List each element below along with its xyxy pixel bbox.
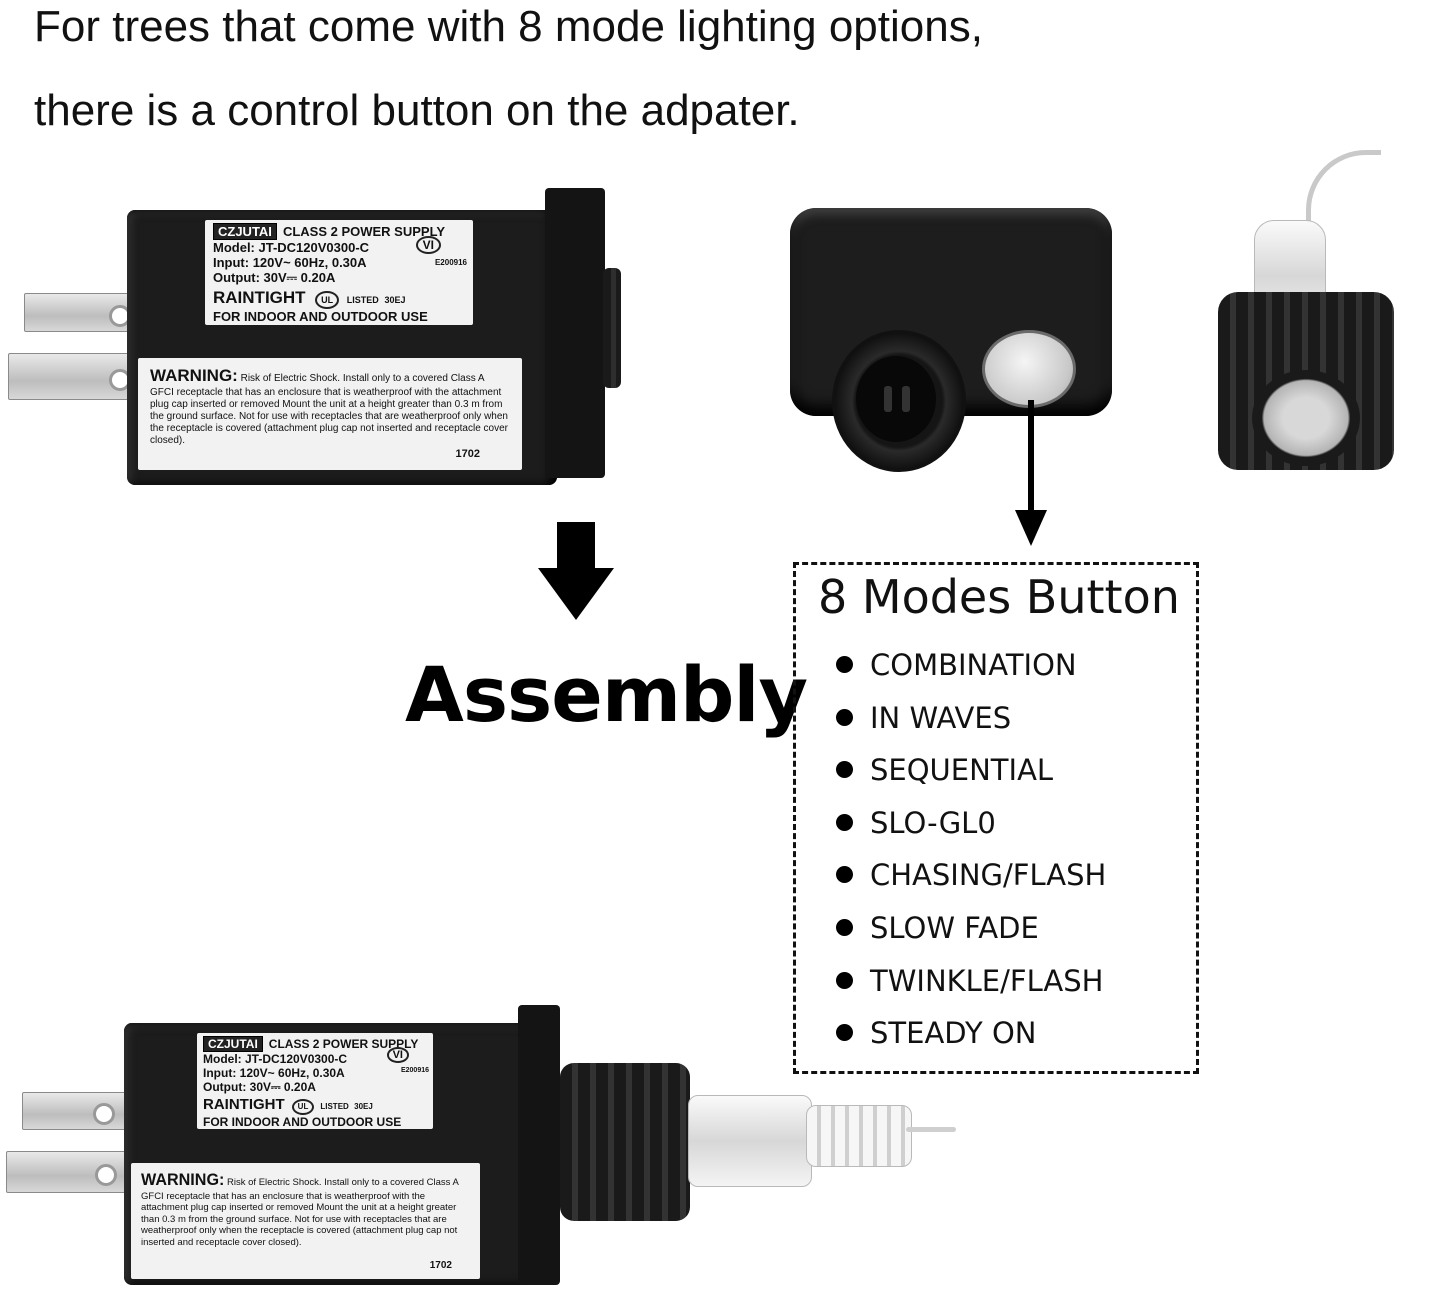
adapter-rib	[545, 188, 605, 478]
mode-item: SEQUENTIAL	[836, 753, 1106, 806]
button-arrow-icon	[1015, 510, 1047, 546]
power-adapter-top: CZJUTAI CLASS 2 POWER SUPPLY Model: JT-DC…	[0, 180, 621, 500]
ul-mark: UL	[315, 291, 340, 309]
heading-line-2: there is a control button on the adpater…	[34, 86, 800, 135]
warning-heading: WARNING:	[141, 1171, 225, 1189]
brand-label: CZJUTAI	[203, 1036, 263, 1052]
light-string-connector	[1210, 150, 1400, 480]
adapter-top-label: CZJUTAI CLASS 2 POWER SUPPLY Model: JT-DC…	[197, 1033, 433, 1129]
model-label: Model: JT-DC120V0300-C	[203, 1052, 348, 1066]
mode-item: COMBINATION	[836, 648, 1106, 701]
model-label: Model: JT-DC120V0300-C	[213, 240, 370, 255]
modes-list: COMBINATION IN WAVES SEQUENTIAL SLO-GL0 …	[836, 648, 1106, 1069]
output-label: Output: 30V⎓ 0.20A	[203, 1080, 316, 1094]
output-connector	[603, 268, 621, 388]
assembly-arrow-shaft	[557, 522, 595, 570]
mode-item: SLOW FADE	[836, 911, 1106, 964]
adapter-top-label: CZJUTAI CLASS 2 POWER SUPPLY Model: JT-DC…	[205, 220, 473, 325]
connector-pin	[884, 386, 892, 412]
listed-code: 30EJ	[354, 1102, 373, 1111]
assembly-title: Assembly	[405, 650, 808, 739]
adapter-button-closeup	[790, 208, 1120, 472]
listed-code: 30EJ	[384, 295, 406, 305]
bullet-icon	[836, 761, 853, 779]
mode-button[interactable]	[982, 330, 1076, 408]
bullet-icon	[836, 708, 853, 726]
use-label: FOR INDOOR AND OUTDOOR USE	[203, 1115, 402, 1129]
input-label: Input: 120V~ 60Hz, 0.30A	[213, 255, 367, 270]
adapter-rib	[518, 1005, 560, 1285]
mode-item: SLO-GL0	[836, 806, 1106, 859]
power-adapter-assembled: CZJUTAI CLASS 2 POWER SUPPLY Model: JT-DC…	[0, 1005, 960, 1290]
cert-code: E200916	[434, 258, 467, 267]
bullet-icon	[836, 918, 853, 936]
plug-prong-upper	[22, 1092, 134, 1130]
warning-text: Risk of Electric Shock. Install only to …	[150, 373, 508, 447]
warning-heading: WARNING:	[150, 366, 238, 385]
wire-strain-relief	[688, 1095, 812, 1187]
female-connector-face	[1252, 370, 1360, 466]
raintight-label: RAINTIGHT	[203, 1096, 285, 1113]
vi-mark: VI	[386, 1047, 409, 1063]
cert-code: E200916	[400, 1067, 429, 1074]
adapter-warning-label: WARNING: Risk of Electric Shock. Install…	[131, 1163, 480, 1279]
use-label: FOR INDOOR AND OUTDOOR USE	[213, 309, 428, 324]
brand-label: CZJUTAI	[213, 223, 277, 240]
connector-pin	[902, 386, 910, 412]
female-connector-nut	[560, 1063, 690, 1221]
output-label: Output: 30V⎓ 0.20A	[213, 270, 336, 285]
lot-code: 1702	[429, 1260, 452, 1271]
modes-box: 8 Modes Button COMBINATION IN WAVES SEQU…	[793, 562, 1199, 1074]
light-wire	[906, 1127, 956, 1132]
heading-line-1: For trees that come with 8 mode lighting…	[34, 2, 983, 51]
raintight-label: RAINTIGHT	[213, 288, 306, 307]
ul-mark: UL	[292, 1099, 315, 1115]
listed-label: LISTED	[320, 1102, 349, 1111]
class-label: CLASS 2 POWER SUPPLY	[268, 1037, 419, 1051]
wire-ridges	[806, 1105, 912, 1167]
assembly-arrow-icon	[538, 568, 614, 620]
lot-code: 1702	[455, 448, 480, 460]
bullet-icon	[836, 971, 853, 989]
mode-item: CHASING/FLASH	[836, 858, 1106, 911]
class-label: CLASS 2 POWER SUPPLY	[282, 224, 445, 239]
vi-mark: VI	[415, 236, 441, 254]
bullet-icon	[836, 813, 853, 831]
warning-text: Risk of Electric Shock. Install only to …	[141, 1177, 459, 1249]
button-arrow-shaft	[1028, 400, 1034, 512]
modes-title: 8 Modes Button	[818, 570, 1180, 624]
mode-item: STEADY ON	[836, 1016, 1106, 1069]
plug-prong-lower	[6, 1151, 136, 1193]
adapter-warning-label: WARNING: Risk of Electric Shock. Install…	[138, 358, 522, 470]
mode-item: IN WAVES	[836, 701, 1106, 754]
bullet-icon	[836, 1024, 853, 1042]
bullet-icon	[836, 866, 853, 884]
mode-item: TWINKLE/FLASH	[836, 964, 1106, 1017]
male-connector-face	[856, 356, 936, 442]
input-label: Input: 120V~ 60Hz, 0.30A	[203, 1066, 345, 1080]
bullet-icon	[836, 656, 853, 673]
listed-label: LISTED	[346, 295, 379, 305]
